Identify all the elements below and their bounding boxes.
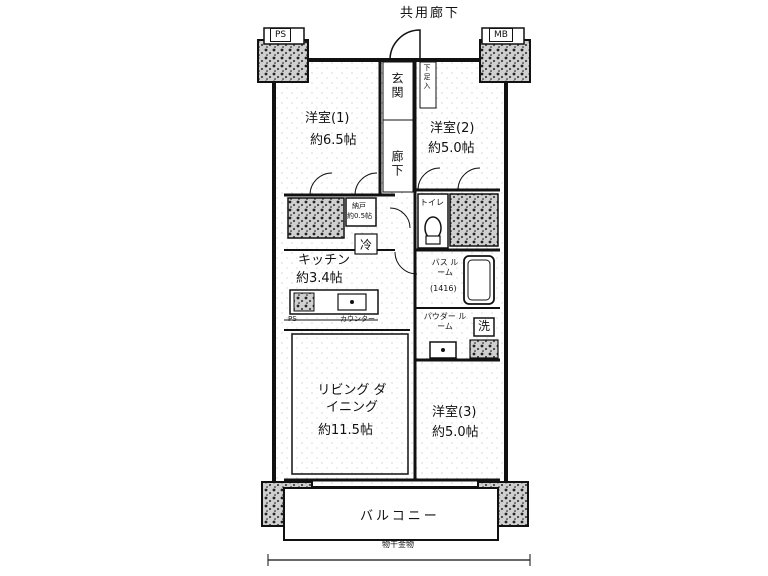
bath-size: (1416) (430, 284, 457, 293)
washer-label: 洗 (478, 319, 491, 333)
storage-label: 納戸 (352, 202, 366, 210)
laundry-area (469, 339, 499, 359)
hall-label: 廊下 (390, 150, 404, 178)
entrance-label: 玄関 (390, 72, 404, 100)
washer-box (473, 317, 495, 337)
entrance-floor (382, 61, 414, 193)
room1-name: 洋室(1) (305, 111, 350, 126)
fridge-label: 冷 (360, 238, 373, 252)
kitchen-size: 約3.4帖 (296, 271, 343, 286)
living-dining-floor (291, 333, 409, 475)
corridor-label: 共用廊下 (400, 6, 461, 21)
room3-size: 約5.0帖 (432, 425, 479, 440)
storage-size: 約0.5帖 (347, 212, 373, 220)
counter-label: カウンター (340, 315, 375, 323)
balcony (283, 487, 499, 541)
mb-tag: MB (489, 28, 513, 42)
ps-tag: PS (270, 28, 292, 42)
shoe-cabinet-label: 下足入 (423, 64, 431, 91)
closet-room1 (287, 197, 345, 239)
kitchen-name: キッチン (298, 253, 351, 268)
drying-hardware-label: 物干金物 (382, 540, 414, 549)
bath-name: バス ルーム (431, 258, 459, 277)
shoe-cabinet (419, 61, 437, 109)
toilet-label: トイレ (420, 198, 444, 207)
column-top-right (479, 39, 531, 83)
stove (293, 292, 315, 312)
powder-room-name: パウダー ルーム (423, 312, 467, 331)
closet-mark: PS (288, 315, 297, 323)
closet-room2 (449, 193, 499, 247)
living-name: リビング ダイニング (317, 383, 387, 415)
storage-cabinet (345, 197, 377, 227)
living-size: 約11.5帖 (318, 423, 373, 438)
entry-door-swing (389, 29, 421, 61)
fridge-space (354, 233, 378, 255)
balcony-label: バルコニー (360, 509, 440, 524)
room1-size: 約6.5帖 (310, 133, 357, 148)
room3-name: 洋室(3) (432, 405, 477, 420)
room2-size: 約5.0帖 (428, 141, 475, 156)
room2-name: 洋室(2) (430, 121, 475, 136)
column-top-left (257, 39, 309, 83)
